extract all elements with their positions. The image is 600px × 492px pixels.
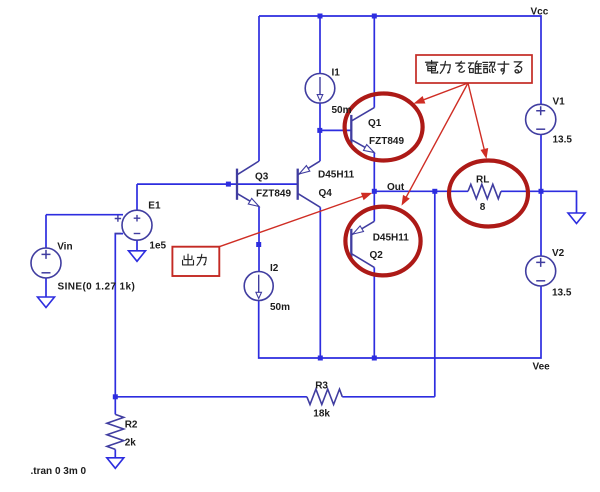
- svg-text:FZT849: FZT849: [369, 136, 404, 147]
- svg-text:18k: 18k: [313, 408, 330, 419]
- svg-text:Q1: Q1: [368, 118, 382, 129]
- svg-text:Q3: Q3: [255, 171, 269, 182]
- svg-text:50m: 50m: [270, 302, 290, 313]
- svg-text:D45H11: D45H11: [373, 232, 410, 243]
- svg-text:Out: Out: [387, 182, 405, 193]
- svg-text:V2: V2: [552, 248, 565, 259]
- svg-text:FZT849: FZT849: [256, 189, 291, 200]
- svg-text:SINE(0 1.27 1k): SINE(0 1.27 1k): [58, 281, 136, 292]
- svg-text:.tran 0 3m 0: .tran 0 3m 0: [31, 466, 87, 477]
- svg-text:V1: V1: [553, 97, 566, 108]
- svg-text:Q4: Q4: [319, 188, 333, 199]
- svg-text:13.5: 13.5: [553, 134, 573, 145]
- svg-text:I1: I1: [332, 67, 341, 78]
- svg-text:Vcc: Vcc: [531, 6, 549, 17]
- svg-text:13.5: 13.5: [552, 288, 572, 299]
- svg-text:1e5: 1e5: [149, 240, 166, 251]
- svg-text:E1: E1: [148, 201, 161, 212]
- svg-text:50m: 50m: [332, 105, 352, 116]
- svg-text:RL: RL: [476, 175, 489, 186]
- svg-text:8: 8: [480, 202, 486, 213]
- svg-text:Q2: Q2: [370, 250, 384, 261]
- svg-text:D45H11: D45H11: [318, 169, 355, 180]
- svg-text:2k: 2k: [125, 438, 137, 449]
- svg-text:R2: R2: [125, 420, 138, 431]
- svg-text:R3: R3: [315, 381, 328, 392]
- svg-text:Vee: Vee: [533, 362, 551, 373]
- svg-text:Vin: Vin: [57, 241, 72, 252]
- svg-text:I2: I2: [270, 263, 279, 274]
